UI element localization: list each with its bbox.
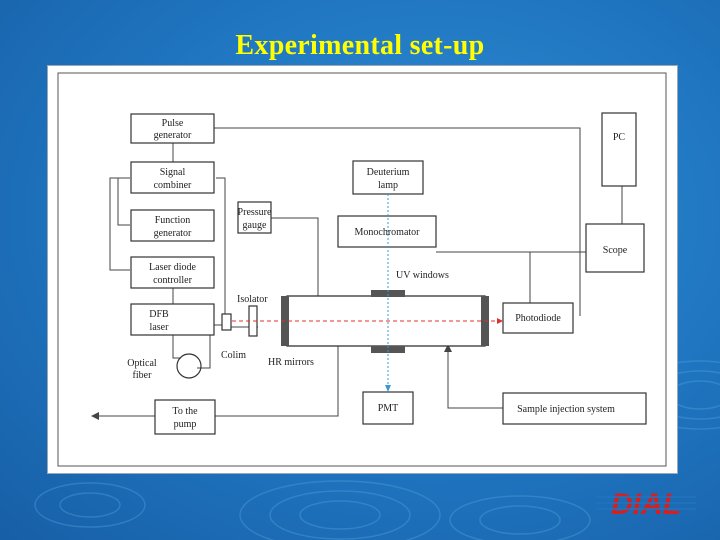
- pc-box: [601, 112, 637, 187]
- uv-beam-arrow: [385, 385, 391, 392]
- optical-fiber-label-2: fiber: [133, 370, 153, 381]
- uv-window-bottom: [371, 346, 405, 353]
- diagram-inner-frame: [57, 72, 667, 467]
- injection-arrow-head: [444, 344, 452, 352]
- wire-controller-to-combiner: [109, 177, 130, 271]
- colim-label: Colim: [221, 350, 246, 361]
- signal-combiner-label-1: Signal: [160, 167, 186, 178]
- deuterium-lamp-label-1: Deuterium: [367, 167, 410, 178]
- laser-diode-controller-label-2: controller: [153, 275, 193, 286]
- function-generator-label-2: generator: [154, 228, 192, 239]
- signal-combiner-box: [130, 161, 215, 194]
- dfb-laser-label-2: laser: [150, 322, 170, 333]
- pressure-gauge-label-2: gauge: [243, 220, 267, 231]
- collimator: [221, 313, 232, 331]
- signal-combiner-label-2: combiner: [154, 180, 192, 191]
- dial-logo: DIAL: [596, 488, 696, 520]
- optical-fiber-coil: [176, 353, 202, 379]
- laser-beam-arrow: [497, 318, 503, 324]
- monochromator-box: [337, 215, 437, 248]
- isolator-label: Isolator: [237, 294, 268, 305]
- pump-box: [154, 399, 216, 435]
- sample-injection-box: [502, 392, 647, 425]
- pmt-label: PMT: [378, 403, 399, 414]
- optical-fiber-line: [172, 335, 181, 359]
- photodiode-label: Photodiode: [515, 313, 561, 324]
- wire-pulse-to-pc: [214, 127, 581, 316]
- wire-cell-to-pump: [215, 346, 339, 417]
- optical-fiber-to-colim: [197, 324, 222, 369]
- hr-mirrors-label: HR mirrors: [268, 357, 314, 368]
- scope-box: [585, 223, 645, 273]
- deuterium-lamp-label-2: lamp: [378, 180, 398, 191]
- laser-diode-controller-box: [130, 256, 215, 289]
- pressure-gauge-box: [237, 201, 272, 234]
- uv-windows-label: UV windows: [396, 270, 449, 281]
- pump-arrow-head: [91, 412, 99, 420]
- scope-label: Scope: [603, 245, 628, 256]
- function-generator-box: [130, 209, 215, 242]
- function-generator-label-1: Function: [155, 215, 191, 226]
- laser-diode-controller-label-1: Laser diode: [149, 262, 196, 273]
- pump-label-1: To the: [172, 406, 198, 417]
- wire-function-to-combiner: [117, 177, 130, 226]
- pulse-generator-label-2: generator: [154, 130, 192, 141]
- deuterium-lamp-box: [352, 160, 424, 195]
- pulse-generator-label-1: Pulse: [162, 118, 184, 129]
- wire-gauge-to-cell: [271, 217, 319, 296]
- slide-title: Experimental set-up: [235, 30, 485, 61]
- pulse-generator-box: [130, 113, 215, 144]
- pressure-gauge-label-1: Pressure: [238, 207, 272, 218]
- uv-window-top: [371, 290, 405, 297]
- monochromator-label: Monochromator: [355, 227, 421, 238]
- dfb-laser-label-1: DFB: [149, 309, 169, 320]
- wire-injection-to-cell: [447, 346, 503, 409]
- photodiode-box: [502, 302, 574, 334]
- dfb-laser-box: [130, 303, 215, 336]
- wire-combiner-right: [216, 177, 258, 328]
- pc-label: PC: [613, 132, 626, 143]
- dial-logo-text: DIAL: [611, 488, 681, 520]
- sample-injection-label: Sample injection system: [517, 404, 615, 415]
- pump-label-2: pump: [174, 419, 197, 430]
- optical-fiber-label-1: Optical: [127, 358, 157, 369]
- pmt-box: [362, 391, 414, 425]
